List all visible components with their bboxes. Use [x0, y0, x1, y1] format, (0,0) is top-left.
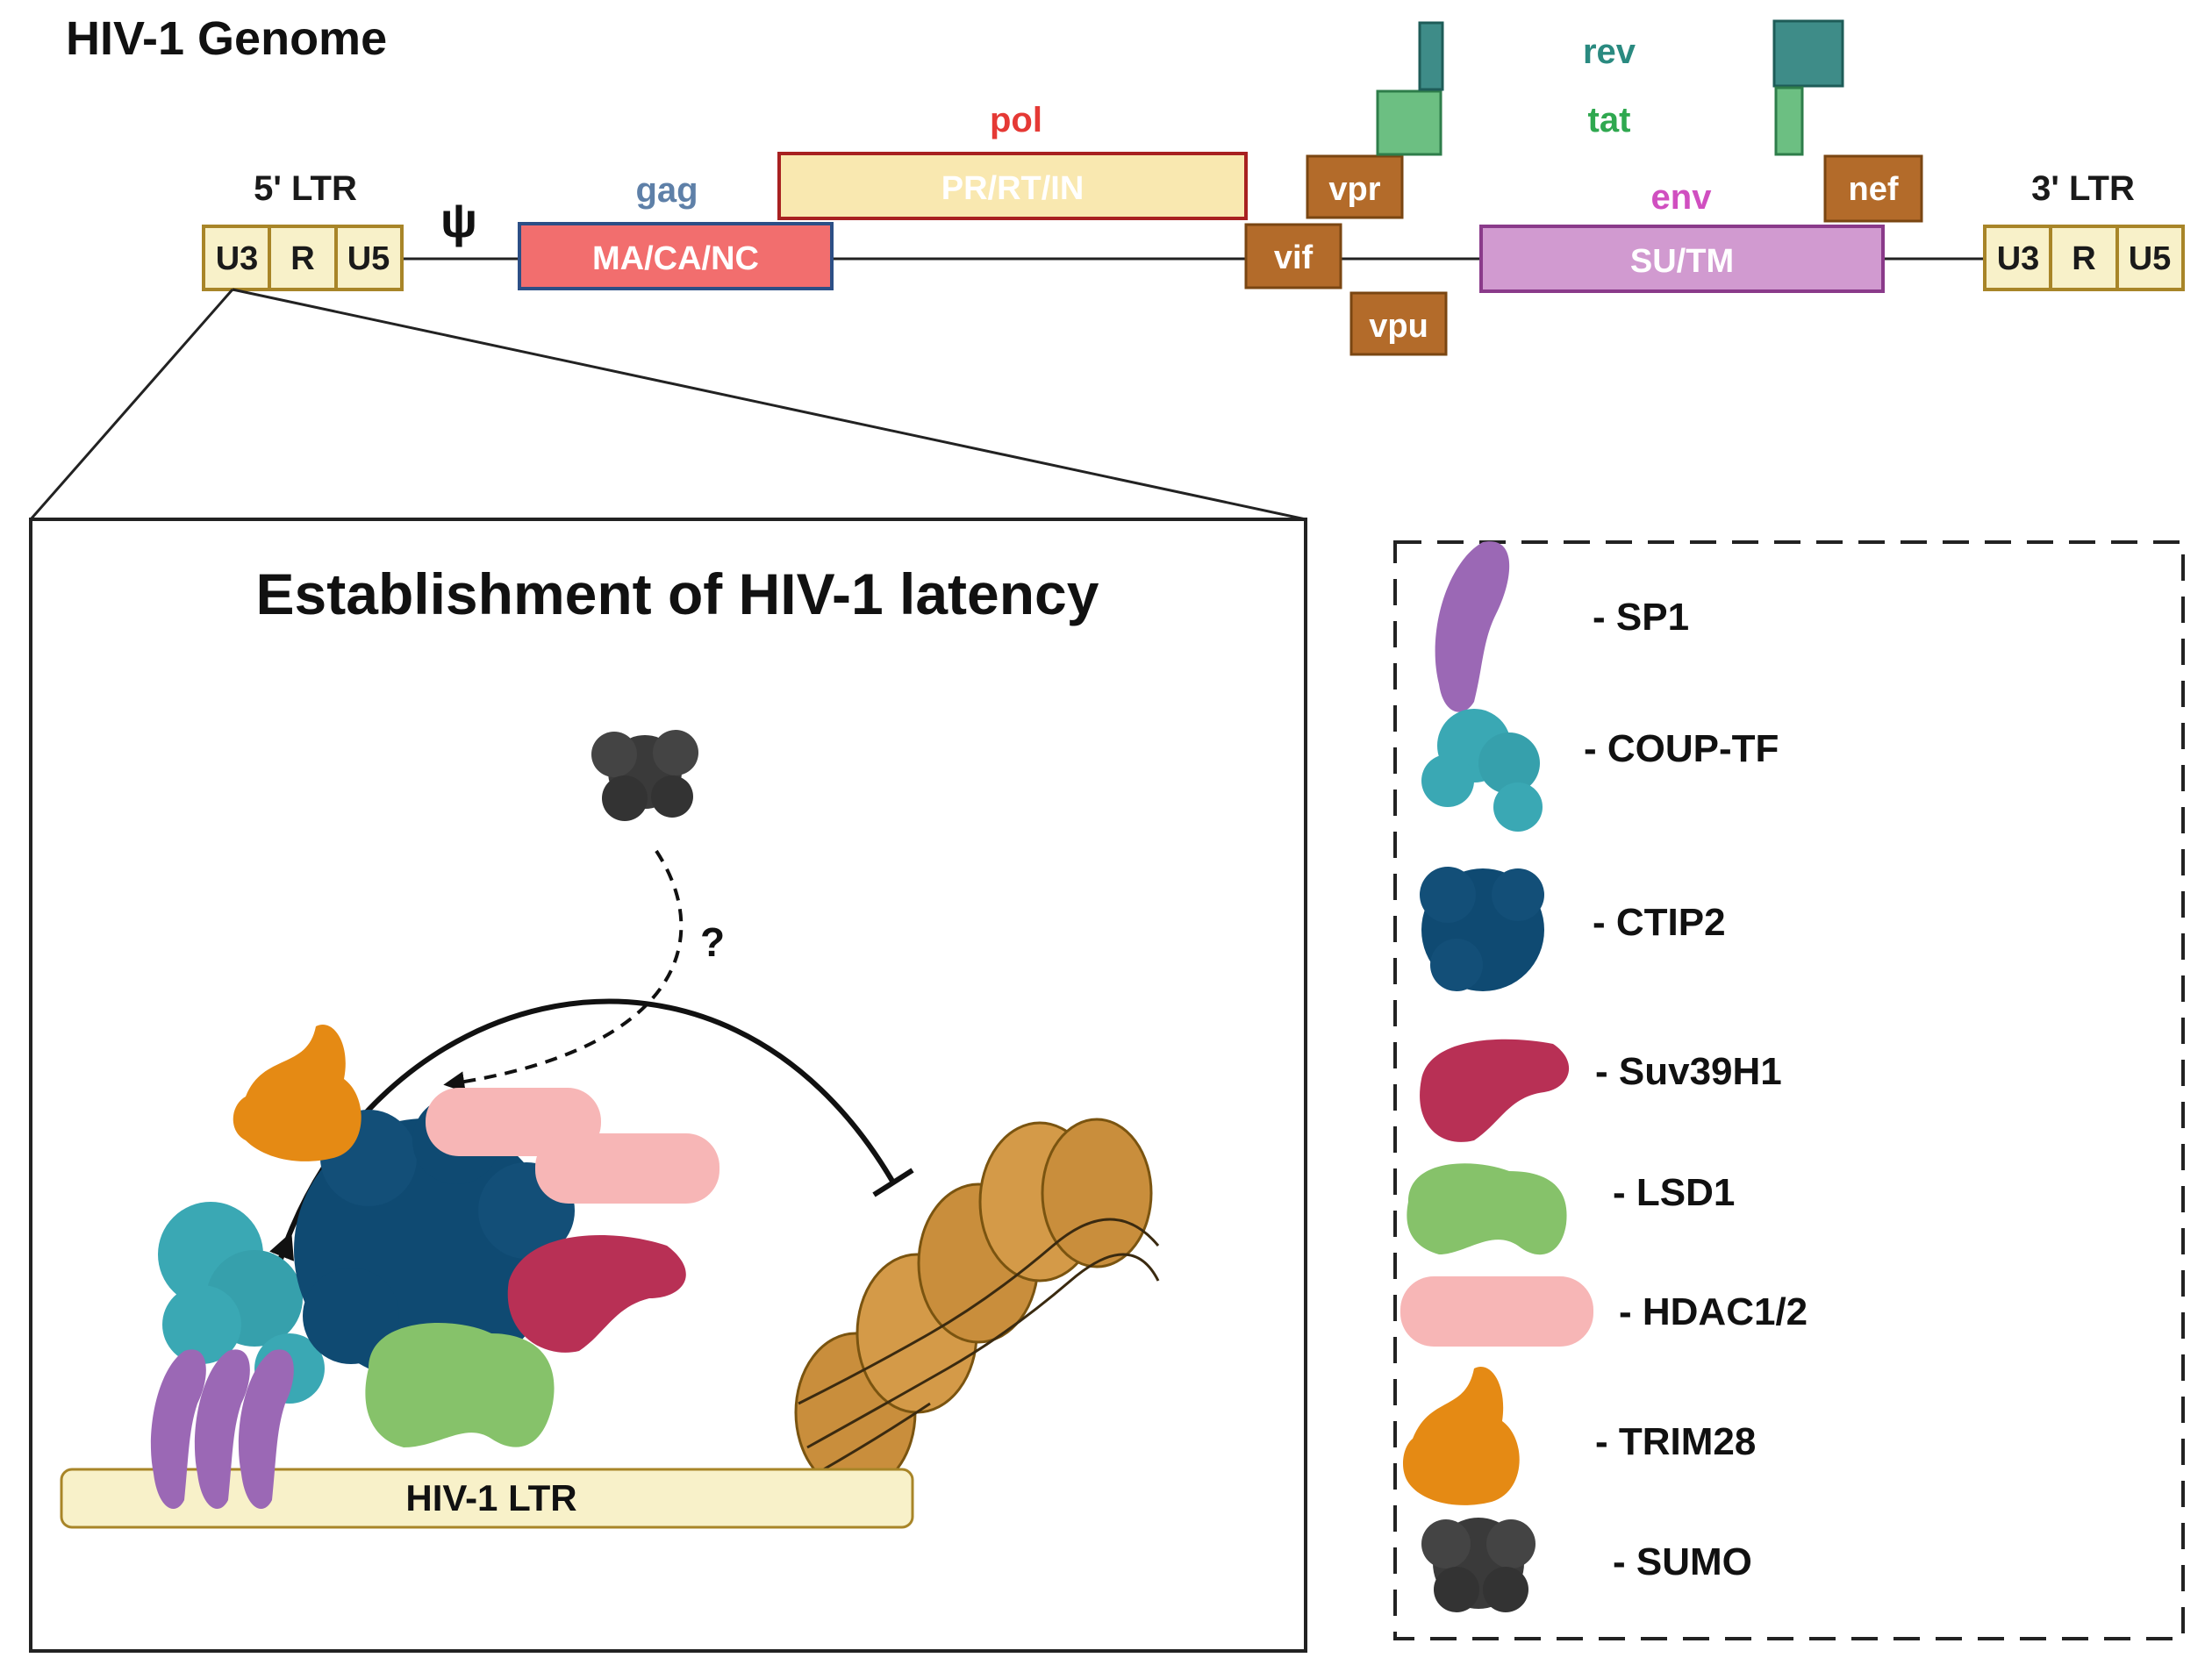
vpu-label: vpu	[1369, 308, 1428, 345]
suv39h1-icon	[1420, 1039, 1570, 1142]
legend-box	[1393, 540, 2185, 1640]
complex-trim28	[233, 1025, 362, 1161]
legend-label-suv39h1: - Suv39H1	[1595, 1050, 1782, 1093]
ltr5-u5: U5	[347, 240, 390, 277]
hiv-ltr-bar-label: HIV-1 LTR	[405, 1477, 576, 1518]
coup-tf-icon	[1421, 709, 1543, 832]
ltr5-u3: U3	[216, 240, 259, 277]
gag-box-label: MA/CA/NC	[592, 240, 759, 277]
nef-label: nef	[1849, 171, 1899, 208]
tat-exon-2	[1774, 86, 1804, 156]
complex-hdac	[426, 1088, 719, 1204]
complex-suv39h1	[507, 1235, 686, 1353]
question-mark: ?	[700, 919, 725, 965]
gag-label: gag	[635, 171, 698, 210]
inhibition-bar	[872, 1168, 914, 1197]
vpr-label: vpr	[1328, 171, 1380, 208]
rev-label: rev	[1583, 32, 1636, 71]
hdac-icon	[1400, 1276, 1593, 1347]
complex-lsd1	[365, 1323, 555, 1447]
tat-exon-1	[1376, 89, 1442, 156]
ltr3-u5: U5	[2129, 240, 2172, 277]
ltr5-r: R	[290, 240, 314, 277]
env-box-label: SU/TM	[1630, 243, 1734, 280]
pol-label: pol	[990, 101, 1042, 139]
trim28-icon	[1402, 1367, 1520, 1505]
sumo-icon	[1421, 1518, 1536, 1612]
legend-label-hdac: - HDAC1/2	[1619, 1290, 1808, 1333]
legend-label-ctip2: - CTIP2	[1593, 901, 1726, 944]
lsd1-icon	[1407, 1163, 1567, 1255]
ctip2-icon	[1420, 867, 1544, 991]
psi-symbol: ψ	[440, 192, 477, 247]
rev-exon-2	[1772, 19, 1844, 88]
vpr-box	[1306, 154, 1404, 219]
legend-label-trim28: - TRIM28	[1595, 1420, 1756, 1463]
ltr3-u3: U3	[1997, 240, 2040, 277]
gag-box	[518, 222, 834, 290]
vif-box	[1244, 223, 1342, 289]
pol-box-label: PR/RT/IN	[941, 170, 1085, 207]
ltr5-label: 5' LTR	[254, 169, 357, 208]
ltr3-box: U3 R U5	[1983, 225, 2185, 291]
ltr3-r: R	[2072, 240, 2095, 277]
legend-label-sumo: - SUMO	[1613, 1540, 1752, 1583]
ltr3-label: 3' LTR	[2031, 169, 2135, 208]
zoom-line-right	[232, 288, 1306, 521]
ltr5-box: U3 R U5	[202, 225, 404, 291]
sumo-blob	[591, 730, 698, 821]
sp1-icon	[1435, 541, 1510, 712]
tat-label: tat	[1588, 101, 1631, 139]
complex-sp1	[150, 1349, 294, 1509]
latency-title: Establishment of HIV-1 latency	[256, 561, 1099, 626]
pol-box	[777, 152, 1248, 220]
env-label: env	[1651, 178, 1713, 217]
env-box	[1479, 225, 1885, 293]
rev-exon-1	[1418, 21, 1444, 91]
nef-box	[1823, 154, 1923, 223]
vif-label: vif	[1274, 239, 1314, 276]
genome-title: HIV-1 Genome	[66, 12, 387, 65]
nucleosome-array	[794, 1118, 1160, 1493]
legend-label-coup-tf: - COUP-TF	[1584, 727, 1779, 770]
zoom-line-left	[29, 289, 234, 520]
vpu-box	[1349, 291, 1448, 356]
hiv-ltr-bar	[60, 1468, 914, 1529]
complex-coup-tf	[158, 1202, 325, 1404]
sumo-dashed-arrow	[443, 849, 684, 1093]
legend-label-lsd1: - LSD1	[1613, 1171, 1735, 1214]
legend-label-sp1: - SP1	[1593, 596, 1689, 639]
